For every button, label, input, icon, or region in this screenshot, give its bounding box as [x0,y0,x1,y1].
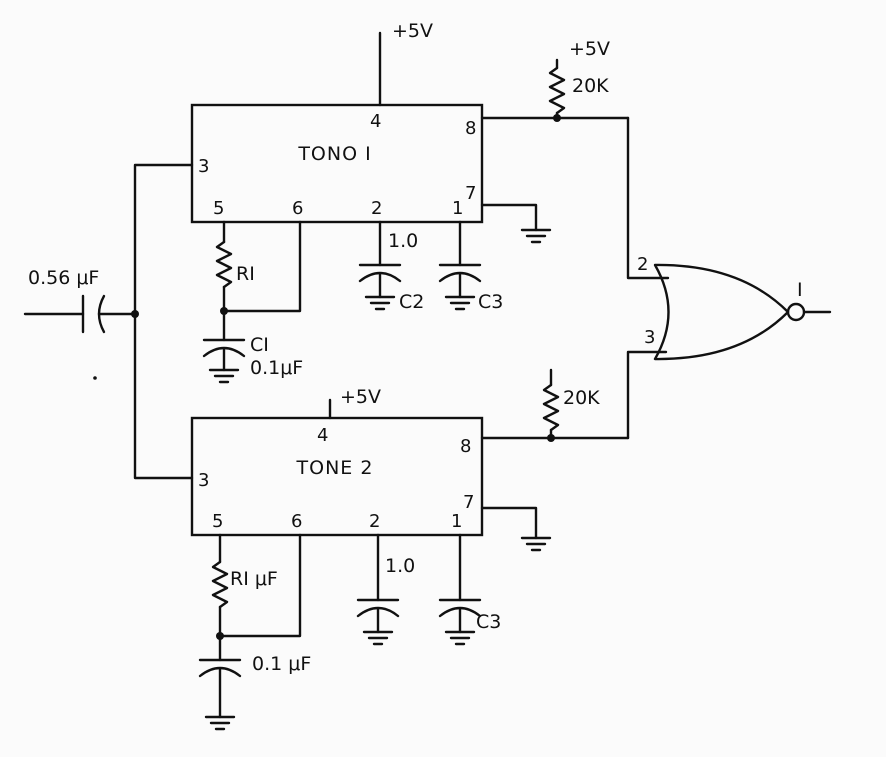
pullup2-resistor-icon [542,383,560,432]
tone1-pin-8: 8 [465,118,476,139]
tone1-r1-resistor-icon [215,240,233,289]
tone1-c1-label: CI [250,334,269,356]
tone2-supply-label: +5V [340,386,381,408]
tone1-supply-label: +5V [392,20,433,42]
tone1-c3-ground-icon [444,295,476,311]
tone2-pin-4: 4 [317,425,328,446]
tone2-c1-ground-icon [204,715,236,731]
tone1-pin-1: 1 [452,198,463,219]
tone1-c1-value: 0.1μF [250,357,303,379]
nor-gate-icon [653,263,790,361]
tone2-pin6-wire [218,533,302,638]
tone2-c3-label: C3 [476,611,501,633]
tone1-c1-ground-icon [208,368,240,384]
tone1-pin7-ground-icon [520,228,552,244]
tone1-chip [190,103,484,224]
pullup2-value-label: 20K [563,387,600,409]
tone1-pin-5: 5 [213,198,224,219]
tone2-pin-3: 3 [198,470,209,491]
tone1-c2-value: 1.0 [388,230,418,252]
gate-input-a-wire [626,116,670,280]
tone1-c3-label: C3 [478,291,503,313]
tone2-c2-value: 1.0 [385,555,415,577]
tone2-c2-ground-icon [362,630,394,646]
gate-pin-b: 3 [644,327,655,348]
tone1-r1-label: RI [236,263,255,285]
tone1-pin-3: 3 [198,156,209,177]
gate-pin-out: I [797,279,803,301]
tone2-chip [190,416,484,537]
nor-gate-bubble-icon [786,302,806,322]
tone1-pin-7: 7 [465,183,476,204]
tone1-title: TONO I [297,143,371,165]
tone2-pin-1: 1 [451,511,462,532]
tone2-pin-7: 7 [463,492,474,513]
tone2-pin-5: 5 [212,511,223,532]
gate-input-b-wire [626,350,668,440]
tone1-c2-label: C2 [399,291,424,313]
tone1-pin-2: 2 [371,198,382,219]
stray-mark [93,376,97,380]
pullup1-value-label: 20K [572,75,609,97]
tone2-title: TONE 2 [296,457,374,479]
tone2-pin-8: 8 [460,436,471,457]
tone1-pin-4: 4 [370,111,381,132]
pullup1-resistor-icon [548,66,566,115]
tone1-pin7-wire [480,203,538,232]
tone2-pin-2: 2 [369,511,380,532]
tone2-r1-resistor-icon [211,560,229,609]
tone2-pin7-ground-icon [520,536,552,552]
tone2-c1-value: 0.1 μF [252,653,311,675]
gate-pin-a: 2 [637,254,648,275]
tone1-c2-ground-icon [364,295,396,311]
pullup1-supply-label: +5V [569,38,610,60]
trigger-bus-wire [133,163,194,480]
tone2-c3-ground-icon [444,630,476,646]
tone2-r1-label: RI μF [230,568,278,590]
tone2-pin7-wire [480,506,538,540]
tone2-pin-6: 6 [291,511,302,532]
input-cap-label: 0.56 μF [28,267,99,289]
tone1-pin6-wire [222,220,302,313]
tone1-pin-6: 6 [292,198,303,219]
